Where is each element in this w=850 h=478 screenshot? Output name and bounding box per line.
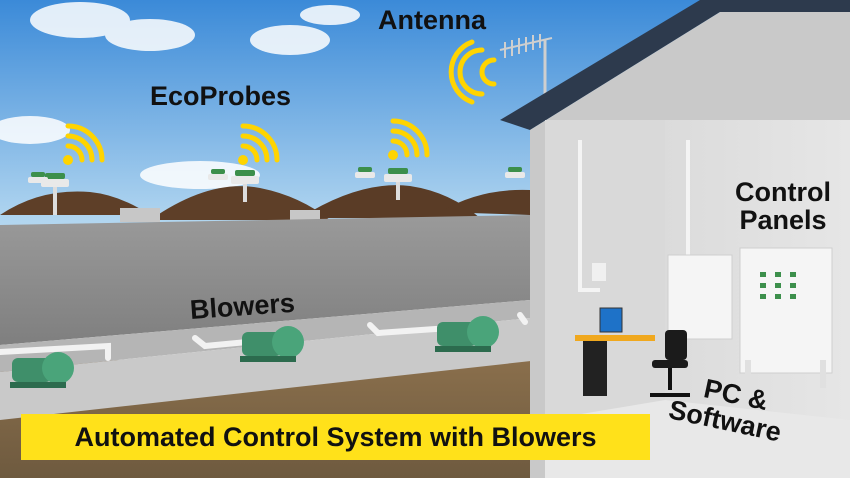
antenna-label: Antenna: [378, 5, 486, 35]
control-panels-label: Control Panels: [728, 178, 838, 235]
ecoprobe-devices: [28, 167, 525, 215]
clouds: [0, 2, 360, 189]
concrete-wall: [0, 215, 530, 345]
wifi-signal-icon: [63, 39, 497, 165]
caption-text: Automated Control System with Blowers: [74, 421, 597, 452]
ecoprobes-label: EcoProbes: [150, 81, 292, 111]
control-building: [500, 0, 850, 478]
caption-banner: Automated Control System with Blowers: [21, 414, 650, 460]
control-panels-label-line1: Control: [735, 177, 831, 207]
control-panels-label-line2: Panels: [739, 205, 827, 236]
compost-piles: [0, 185, 530, 222]
blower-units: [10, 316, 499, 388]
